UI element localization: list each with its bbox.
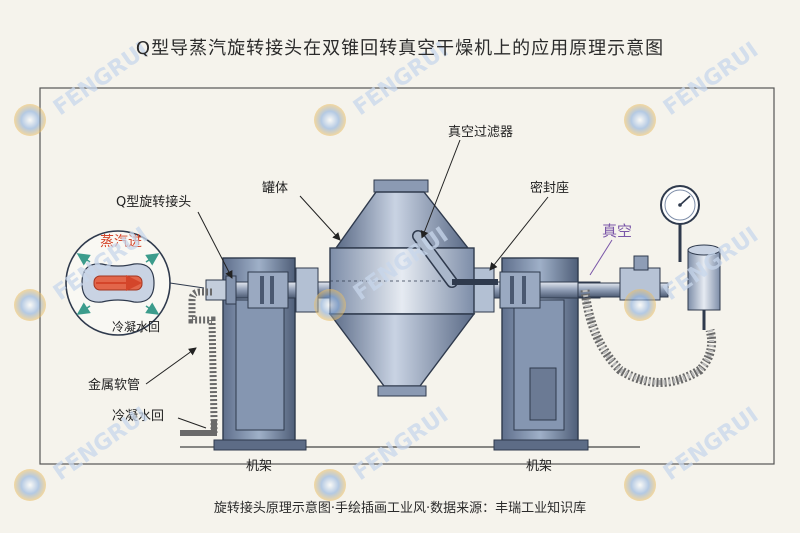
leader-rotary-joint [197,211,233,279]
vacuum-gauge [660,185,700,262]
label-frame-left: 机架 [246,459,272,474]
diagram-title: Q型导蒸汽旋转接头在双锥回转真空干燥机上的应用原理示意图 [135,38,665,59]
svg-text:FENGRUI: FENGRUI [349,403,453,486]
outer-frame [39,87,775,465]
label-vacuum: 真空 [602,222,632,240]
label-condensate-inset: 冷凝水回 [112,319,160,334]
label-condensate-return: 冷凝水回 [112,408,164,424]
svg-text:FENGRUI: FENGRUI [49,403,153,486]
label-seal-seat: 密封座 [530,180,569,196]
metal-hose-right [580,289,717,387]
svg-text:FENGRUI: FENGRUI [659,403,763,486]
leader-tank [299,195,341,241]
separator-tower [678,226,721,330]
leader-metal-hose [145,347,197,385]
watermark-logo: FENGRUI [314,403,453,501]
watermark-logo: FENGRUI [14,403,153,501]
inset-detail [65,230,171,336]
leader-vacuum-filter [420,139,461,239]
label-metal-hose: 金属软管 [88,377,140,393]
left-bearing [247,267,319,313]
watermark-logo: FENGRUI [624,403,763,501]
label-steam-in: 蒸汽进 [100,234,142,250]
label-rotary-joint: Q型旋转接头 [116,194,191,210]
leader-condensate [177,417,207,429]
inset-leader [169,282,205,289]
vacuum-filter [412,230,498,288]
condensate-pipe [180,420,217,436]
leader-vacuum [589,239,613,276]
metal-hose-left [188,288,218,433]
label-vacuum-filter: 真空过滤器 [448,125,513,140]
label-tank: 罐体 [262,181,288,196]
label-frame-right: 机架 [526,459,552,474]
leader-seal-seat [489,196,549,271]
diagram-caption: 旋转接头原理示意图·手绘插画工业风·数据来源：丰瑞工业知识库 [213,501,587,516]
seal-seat [469,267,541,313]
